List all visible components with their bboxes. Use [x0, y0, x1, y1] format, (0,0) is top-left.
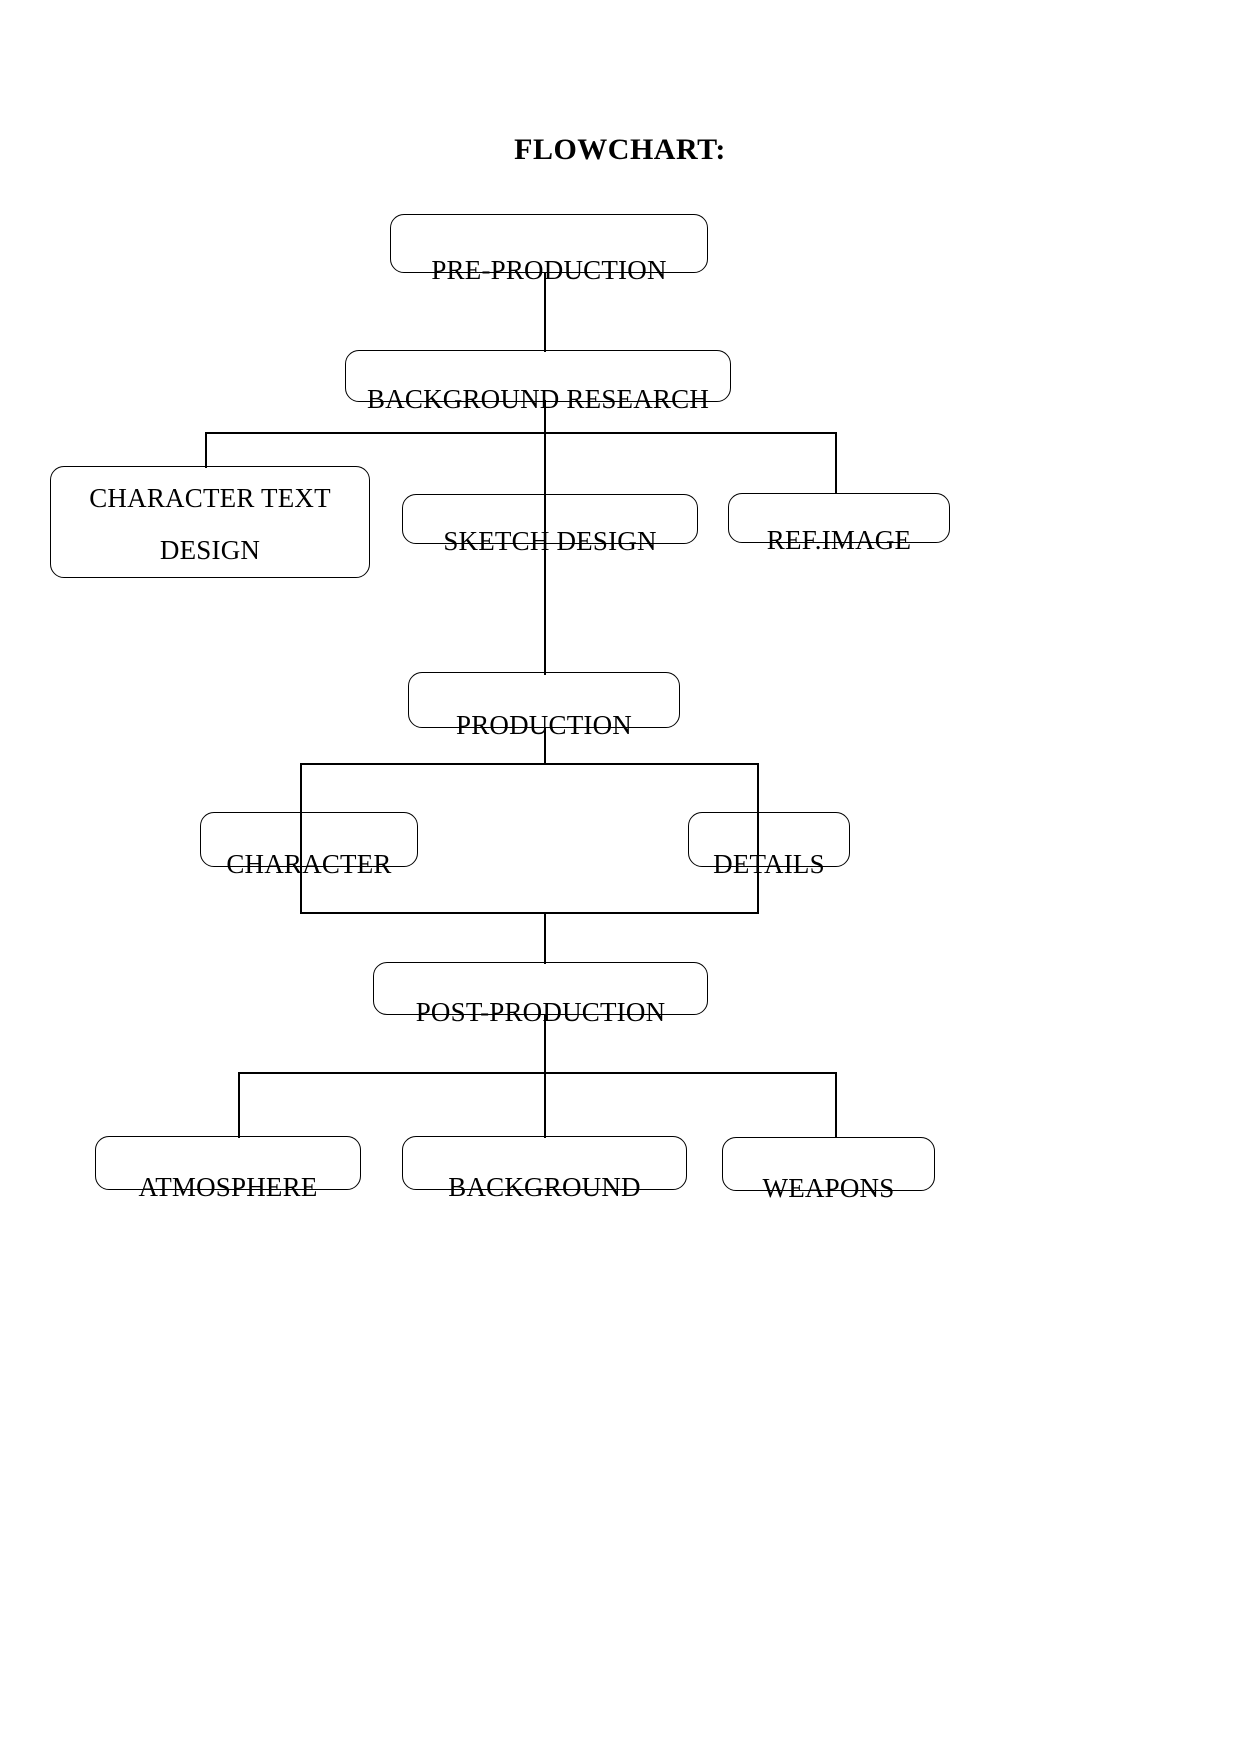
node-background-label: BACKGROUND — [448, 1172, 641, 1202]
node-details[interactable]: DETAILS — [688, 812, 850, 879]
node-ref-image[interactable]: REF.IMAGE — [728, 493, 950, 555]
node-details-label: DETAILS — [713, 849, 825, 879]
edge-background-research-branch-bar — [205, 432, 837, 434]
node-pre-production[interactable]: PRE-PRODUCTION — [390, 214, 708, 285]
node-sketch-design[interactable]: SKETCH DESIGN — [402, 494, 698, 556]
edge-branch-to-ref-image — [835, 432, 837, 494]
edge-background-research-stem — [544, 400, 546, 433]
edge-post-production-branch-bar — [238, 1072, 836, 1074]
node-background[interactable]: BACKGROUND — [402, 1136, 687, 1202]
node-character-label: CHARACTER — [226, 849, 392, 879]
edge-pre-production-to-background-research — [544, 272, 546, 352]
node-pre-production-label: PRE-PRODUCTION — [431, 255, 667, 285]
edge-branch-to-weapons — [835, 1072, 837, 1138]
node-ref-image-label: REF.IMAGE — [766, 525, 912, 555]
node-weapons[interactable]: WEAPONS — [722, 1137, 935, 1203]
node-post-production-label: POST-PRODUCTION — [415, 997, 666, 1027]
edge-production-branch-bar — [300, 763, 759, 765]
node-background-research[interactable]: BACKGROUND RESEARCH — [345, 350, 731, 414]
edge-branch-to-character-text-design — [205, 432, 207, 468]
node-background-research-label: BACKGROUND RESEARCH — [366, 384, 710, 414]
node-character-text-design-label-line2: DESIGN — [159, 535, 261, 565]
edge-post-production-stem — [544, 1014, 546, 1074]
node-atmosphere[interactable]: ATMOSPHERE — [95, 1136, 361, 1202]
edge-branch-to-character — [300, 763, 302, 914]
node-sketch-design-label: SKETCH DESIGN — [443, 526, 657, 556]
node-atmosphere-label: ATMOSPHERE — [138, 1172, 318, 1202]
node-character-text-design-label-line1: CHARACTER TEXT — [89, 483, 331, 513]
node-post-production[interactable]: POST-PRODUCTION — [373, 962, 708, 1027]
edge-production-stem — [544, 727, 546, 765]
node-production[interactable]: PRODUCTION — [408, 672, 680, 740]
edge-merge-bar-to-post-production — [300, 912, 759, 914]
edge-branch-to-background — [544, 1072, 546, 1138]
page-title: FLOWCHART: — [514, 133, 726, 166]
node-character-text-design[interactable]: CHARACTER TEXT DESIGN — [50, 466, 370, 578]
edge-sketch-design-to-production — [544, 543, 546, 675]
edge-branch-to-atmosphere — [238, 1072, 240, 1138]
edge-branch-to-details — [757, 763, 759, 914]
node-production-label: PRODUCTION — [455, 710, 632, 740]
node-character[interactable]: CHARACTER — [200, 812, 418, 879]
node-weapons-label: WEAPONS — [762, 1173, 895, 1203]
edge-merge-to-post-production — [544, 912, 546, 964]
edge-branch-to-sketch-design — [544, 432, 546, 546]
